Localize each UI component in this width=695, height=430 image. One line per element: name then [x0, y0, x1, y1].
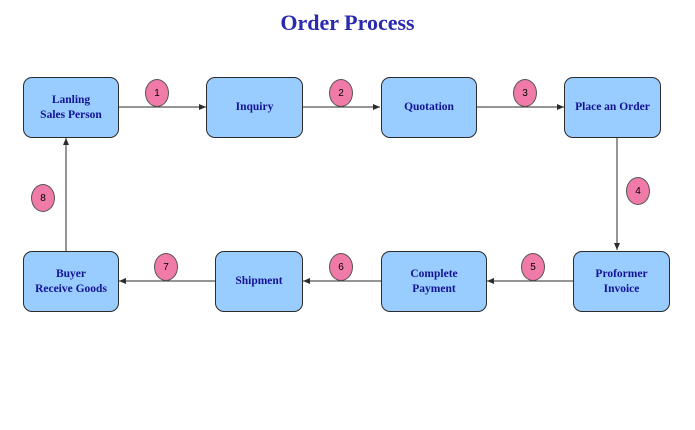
step-number-badge-5: 5	[521, 253, 545, 281]
step-number-badge-3: 3	[513, 79, 537, 107]
step-buyer-receive-goods: Buyer Receive Goods	[23, 251, 119, 312]
step-quotation: Quotation	[381, 77, 477, 138]
step-shipment: Shipment	[215, 251, 303, 312]
step-number-badge-8: 8	[31, 184, 55, 212]
step-inquiry: Inquiry	[206, 77, 303, 138]
step-proformer-invoice: Proformer Invoice	[573, 251, 670, 312]
step-number-badge-1: 1	[145, 79, 169, 107]
step-number-badge-4: 4	[626, 177, 650, 205]
step-place-an-order: Place an Order	[564, 77, 661, 138]
diagram-title: Order Process	[280, 10, 415, 35]
step-number-badge-2: 2	[329, 79, 353, 107]
step-complete-payment: Complete Payment	[381, 251, 487, 312]
step-number-badge-6: 6	[329, 253, 353, 281]
step-lanling-sales-person: Lanling Sales Person	[23, 77, 119, 138]
step-number-badge-7: 7	[154, 253, 178, 281]
